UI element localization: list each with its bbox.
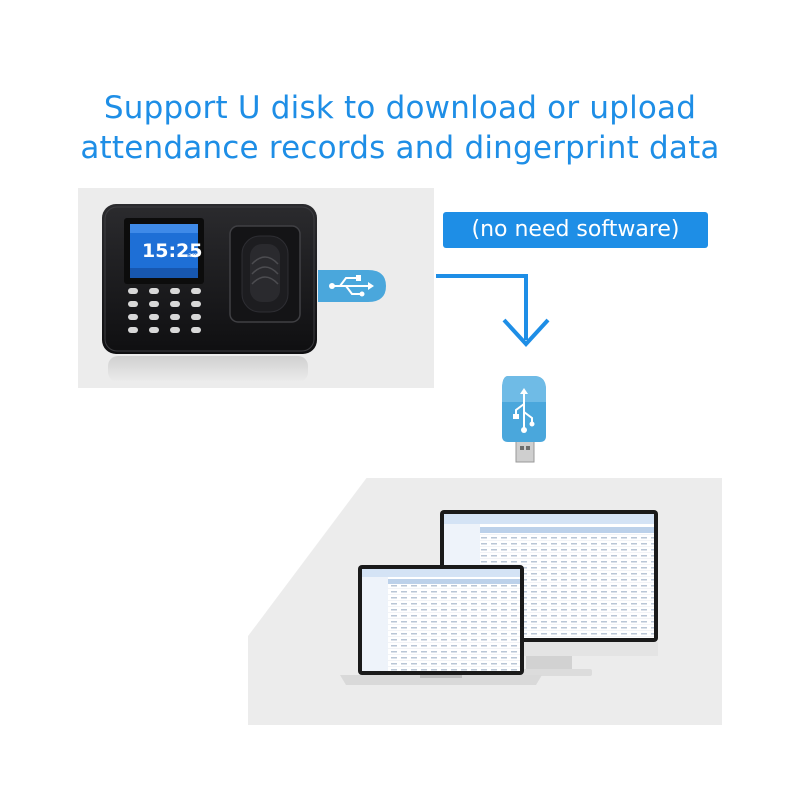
computer-software-illustration <box>340 510 658 685</box>
keypad-icon <box>128 288 201 333</box>
lcd-screen <box>130 224 198 278</box>
usb-drive-icon <box>502 376 546 463</box>
attendance-device: 15:25 am <box>102 204 317 382</box>
headline: Support U disk to download or upload att… <box>0 88 800 168</box>
no-software-badge: (no need software) <box>443 212 708 248</box>
screen-time: 15:25 <box>142 240 202 262</box>
arrow-down-icon <box>436 274 550 347</box>
headline-line-2: attendance records and dingerprint data <box>80 130 720 166</box>
laptop-icon <box>340 565 542 685</box>
usb-icon <box>318 270 386 302</box>
fingerprint-sensor-icon <box>229 225 301 323</box>
screen-time-suffix: am <box>188 252 198 259</box>
headline-line-1: Support U disk to download or upload <box>103 90 697 126</box>
